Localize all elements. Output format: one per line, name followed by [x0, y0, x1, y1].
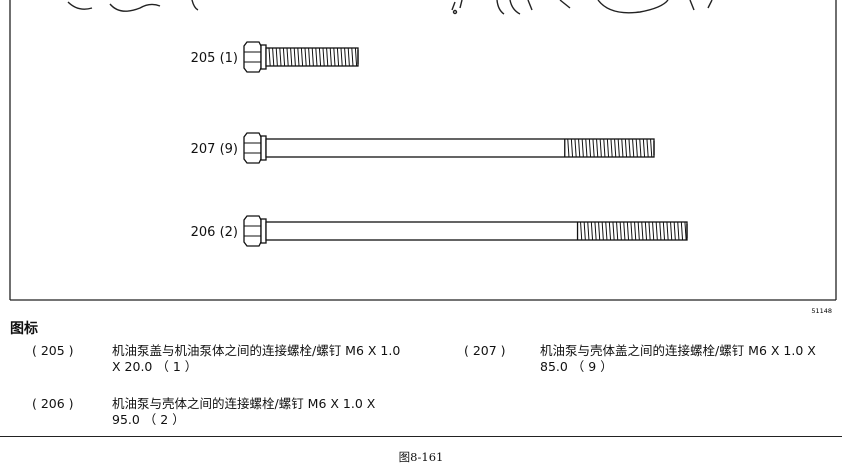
bolt-thread: [268, 47, 358, 67]
bolt-flange: [260, 135, 267, 161]
bolt-207: [243, 132, 655, 164]
bolt-shank: [265, 138, 655, 158]
legend-description: 机油泵与壳体之间的连接螺栓/螺钉 M6 X 1.0 X 95.0 （ 2 ）: [112, 396, 376, 427]
figure-id-label: 51148: [811, 307, 832, 315]
bolt-label: 206 (2): [191, 225, 238, 240]
legend-description: 机油泵盖与机油泵体之间的连接螺栓/螺钉 M6 X 1.0 X 20.0 （ 1 …: [112, 343, 401, 374]
bolt-label: 205 (1): [191, 51, 238, 66]
bolt-head: [243, 41, 262, 73]
bolt-label: 207 (9): [191, 142, 238, 157]
bolt-205: [243, 41, 359, 73]
figure-frame: [9, 0, 837, 301]
bolt-head: [243, 215, 262, 247]
bolt-206: [243, 215, 688, 247]
bolts-figure: 205 (1) 207 (9) 206 (2) 51148: [9, 0, 837, 315]
legend-number: ( 207 ): [464, 343, 506, 358]
bolt-head: [243, 132, 262, 164]
figure-caption: 图8-161: [398, 450, 444, 464]
legend-title: 图标: [10, 321, 38, 337]
legend-number: ( 206 ): [32, 396, 74, 411]
legend-description: 机油泵与壳体盖之间的连接螺栓/螺钉 M6 X 1.0 X 85.0 （ 9 ）: [540, 343, 816, 374]
bolt-flange: [260, 44, 267, 70]
bottom-divider: [0, 436, 842, 437]
cropped-parts-illustration: [67, 0, 713, 15]
bolt-flange: [260, 218, 267, 244]
bolt-thread: [580, 221, 687, 241]
legend-number: ( 205 ): [32, 343, 74, 358]
bolt-thread: [567, 138, 653, 158]
